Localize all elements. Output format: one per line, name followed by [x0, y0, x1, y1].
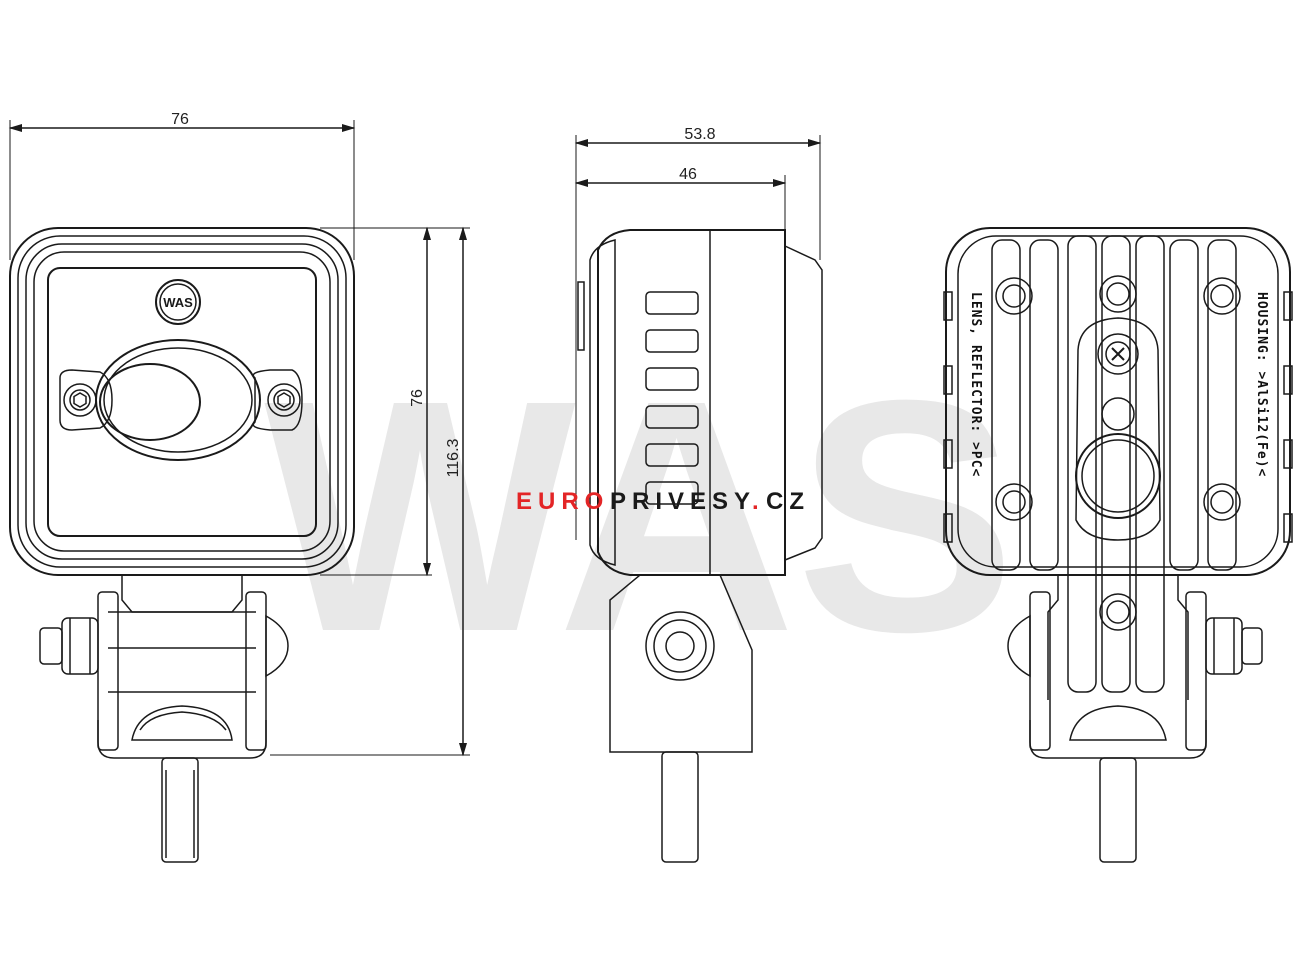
front-view [8, 120, 356, 863]
side-view [574, 135, 823, 863]
watermark-logo-text: WAS [264, 331, 1016, 700]
was-logo [155, 279, 201, 325]
watermark: WAS [264, 331, 1016, 700]
front-vertical-dims [270, 226, 470, 757]
back-view [943, 227, 1293, 863]
